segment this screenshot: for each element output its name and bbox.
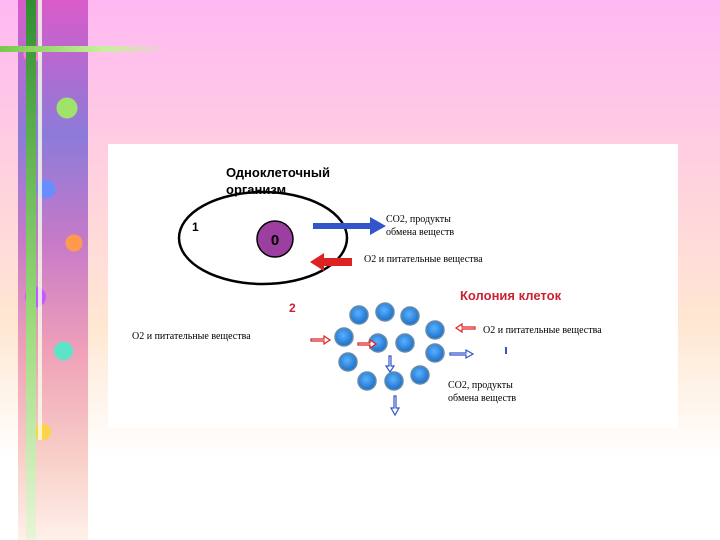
colony-tick-mark	[505, 347, 507, 354]
colony-cell	[339, 353, 357, 371]
colony-cell	[350, 306, 368, 324]
colony-cell	[411, 366, 429, 384]
colony-in-right-label: O2 и питательные вещества	[483, 325, 602, 336]
diagram-svg: Одноклеточный организм 1 0 CO2, продукты…	[108, 144, 678, 428]
colony-out-label-line2: обмена веществ	[448, 393, 516, 404]
colony-cell	[396, 334, 414, 352]
out-label-line1: CO2, продукты	[386, 214, 451, 225]
colony-cell	[376, 303, 394, 321]
colony-outflow-arrow-bottom	[391, 396, 399, 415]
colony-cell	[335, 328, 353, 346]
colony-in-left-label: O2 и питательные вещества	[132, 331, 251, 342]
diagram-panel: Одноклеточный организм 1 0 CO2, продукты…	[108, 144, 678, 428]
colony-cell	[426, 344, 444, 362]
colony-cell	[401, 307, 419, 325]
label-1: 1	[192, 220, 199, 234]
organism-title-line1: Одноклеточный	[226, 165, 330, 180]
in-label: O2 и питательные вещества	[364, 254, 483, 265]
decorative-light-bar	[38, 0, 42, 440]
colony-cell	[426, 321, 444, 339]
outflow-arrow	[313, 217, 386, 235]
decorative-green-bar	[26, 0, 36, 540]
colony-outflow-arrow-inner	[386, 356, 394, 372]
colony-cells	[335, 303, 444, 390]
colony-inflow-arrow-right	[456, 324, 475, 332]
colony-outflow-arrow-right	[450, 350, 473, 358]
colony-title: Колония клеток	[460, 288, 562, 303]
colony-cell	[358, 372, 376, 390]
out-label-line2: обмена веществ	[386, 227, 454, 238]
colony-inflow-arrow-left	[311, 336, 330, 344]
nucleus-label: 0	[271, 232, 279, 249]
colony-out-label-line1: CO2, продукты	[448, 380, 513, 391]
label-2: 2	[289, 301, 296, 315]
decorative-horizontal-bar	[0, 46, 170, 52]
colony-cell	[385, 372, 403, 390]
inflow-arrow	[310, 253, 352, 271]
